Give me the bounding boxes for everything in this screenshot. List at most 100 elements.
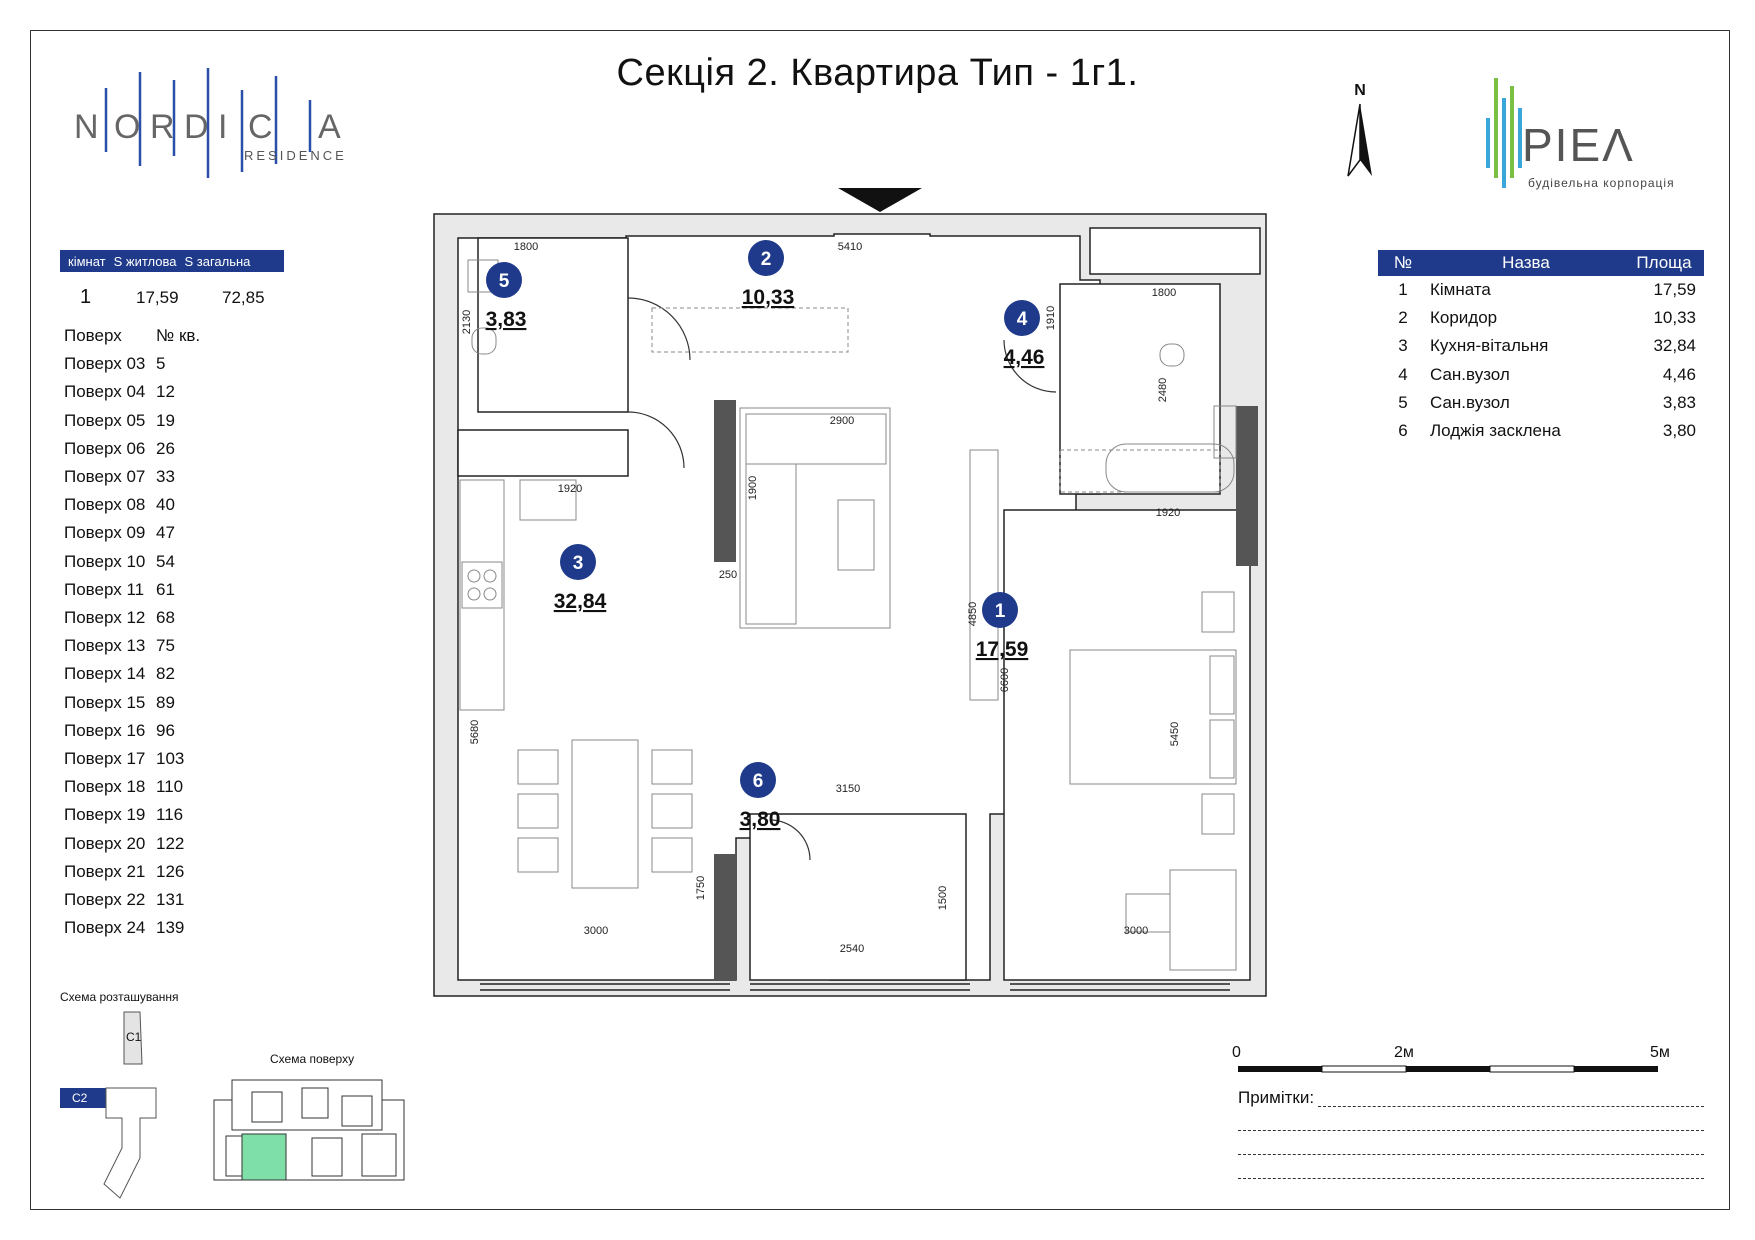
apartment-number: 89 — [156, 692, 175, 712]
scale-bar: 0 2м 5м — [1232, 1044, 1670, 1074]
dimension-label: 1920 — [1156, 507, 1180, 519]
area-name: Сан.вузол — [1430, 392, 1510, 412]
nordica-logo: N O R D I C A RESIDENCE — [68, 60, 348, 200]
svg-text:C: C — [248, 108, 273, 146]
floor-row: Поверх 06 26 — [64, 435, 200, 463]
dimension-label: 5450 — [1169, 722, 1181, 746]
floor-name: Поверх 21 — [64, 861, 146, 881]
scale-label-5m: 5м — [1650, 1044, 1670, 1061]
floor-name: Поверх 17 — [64, 749, 146, 769]
area-value: 32,84 — [1653, 336, 1696, 356]
floor-name: Поверх 03 — [64, 354, 146, 374]
dimension-label: 5680 — [469, 720, 481, 744]
area-name: Кухня-вітальня — [1430, 336, 1549, 356]
dimension-label: 2540 — [840, 943, 864, 955]
apartment-number: 131 — [156, 890, 185, 910]
svg-text:A: A — [318, 108, 341, 146]
floor-name: Поверх 24 — [64, 918, 146, 938]
summary-living: 17,59 — [136, 288, 179, 307]
location-c2: C2 — [72, 1091, 88, 1105]
dimension-label: 2480 — [1157, 378, 1169, 402]
room-number-badge — [1004, 300, 1040, 336]
area-num: 5 — [1398, 392, 1408, 412]
room-area: 17,59 — [976, 638, 1029, 661]
dimension-label: 2900 — [830, 415, 854, 427]
dimension-label: 3150 — [836, 783, 860, 795]
scale-label-0: 0 — [1232, 1044, 1241, 1061]
north-arrow: N — [1340, 82, 1380, 182]
svg-text:O: O — [114, 108, 140, 146]
apartment-number: 19 — [156, 410, 175, 430]
dimension-label: 1750 — [695, 876, 707, 900]
area-num: 6 — [1398, 421, 1408, 441]
area-header-area: Площа — [1636, 253, 1692, 272]
summary-header-rooms: кімнат — [68, 253, 106, 269]
room-number-badge — [748, 240, 784, 276]
riel-bars-icon — [1486, 78, 1522, 188]
floor-name: Поверх 12 — [64, 608, 146, 628]
room-area: 3,83 — [486, 308, 527, 331]
floor-name: Поверх 11 — [64, 579, 145, 599]
floor-name: Поверх 20 — [64, 833, 146, 853]
room-number: 1 — [995, 601, 1006, 622]
dimension-label: 2130 — [461, 310, 473, 334]
nordica-sub: RESIDENCE — [244, 148, 347, 163]
area-value: 17,59 — [1653, 280, 1696, 300]
dimension-label: 1920 — [558, 483, 582, 495]
room-number-badge — [982, 592, 1018, 628]
floor-row: Поверх 04 12 — [64, 378, 200, 406]
room-area: 10,33 — [742, 286, 795, 309]
floor-name: Поверх 09 — [64, 523, 146, 543]
room-area: 32,84 — [554, 590, 607, 613]
summary-header: кімнат S житлова S загальна — [60, 250, 284, 272]
nordica-letter: N — [74, 108, 99, 146]
room-number: 4 — [1017, 309, 1028, 330]
floor-name: Поверх 08 — [64, 495, 146, 515]
apartment-number: 26 — [156, 438, 175, 458]
apartment-number: 12 — [156, 382, 175, 402]
area-num: 1 — [1398, 280, 1408, 300]
dimension-label: 1900 — [747, 476, 759, 500]
dimension-label: 1910 — [1045, 306, 1057, 330]
riel-logo: PIEΛ будівельна корпорація — [1480, 68, 1710, 198]
apartment-number: 82 — [156, 664, 175, 684]
svg-text:I: I — [218, 108, 227, 146]
room-number-badge — [740, 762, 776, 798]
area-num: 2 — [1398, 308, 1408, 328]
dimension-label: 250 — [719, 569, 737, 581]
north-label: N — [1354, 82, 1366, 99]
floor-header-apt: № кв. — [156, 326, 201, 345]
room-2: 210,33 — [742, 240, 795, 309]
area-header-name: Назва — [1502, 253, 1550, 272]
summary-total: 72,85 — [222, 288, 265, 307]
apartment-number: 110 — [156, 777, 184, 797]
riel-sub: будівельна корпорація — [1528, 176, 1675, 190]
location-scheme-label: Схема розташування — [60, 990, 179, 1004]
floor-row: Поверх 21 126 — [64, 858, 200, 886]
dimension-label: 3000 — [1124, 925, 1148, 937]
dimension-label: 1500 — [937, 886, 949, 910]
apartment-number: 126 — [156, 861, 185, 881]
floor-name: Поверх 06 — [64, 438, 146, 458]
apartment-number: 54 — [156, 551, 175, 571]
dimension-label: 5410 — [838, 241, 862, 253]
dimension-label: 1800 — [514, 241, 538, 253]
apartment-number: 33 — [156, 467, 175, 487]
floor-name: Поверх 04 — [64, 382, 146, 402]
area-name: Кімната — [1430, 280, 1491, 300]
apartment-number: 122 — [156, 833, 185, 853]
